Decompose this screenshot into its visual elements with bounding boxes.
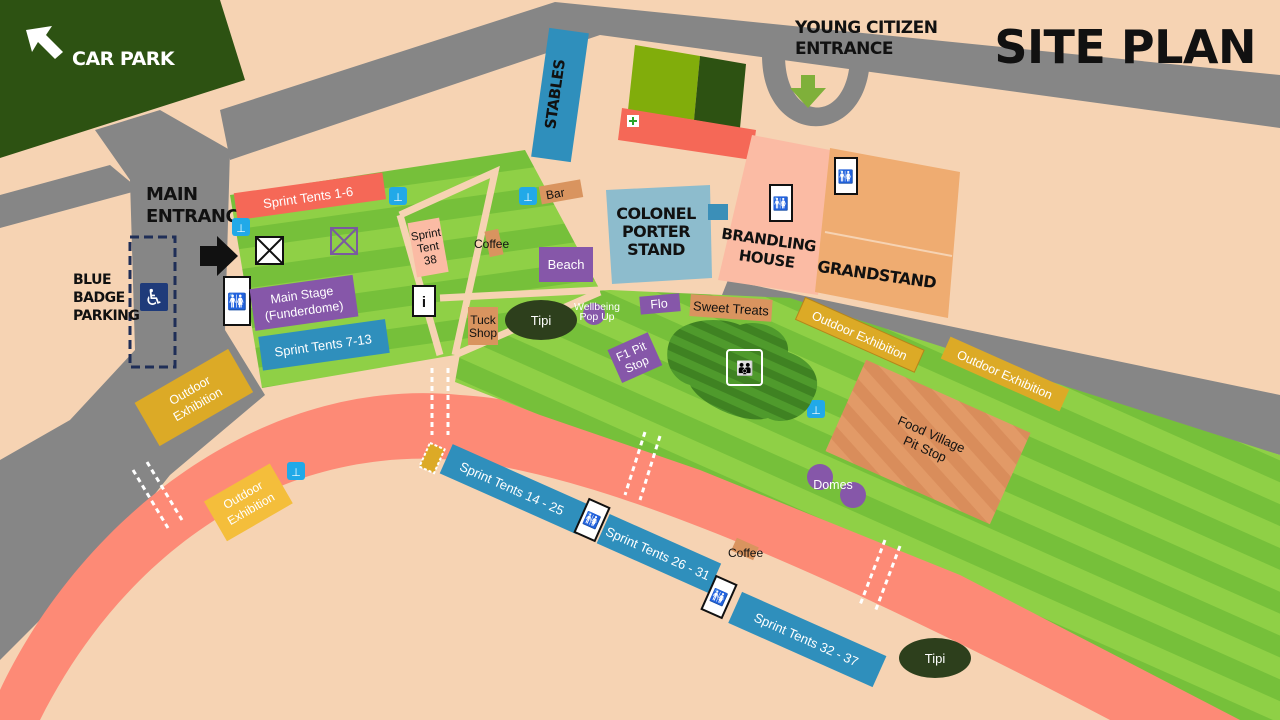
svg-text:🚻: 🚻	[227, 292, 247, 311]
green-block-light	[628, 45, 700, 120]
svg-text:Pop Up: Pop Up	[579, 311, 614, 323]
svg-text:Tipi: Tipi	[531, 313, 552, 328]
svg-text:ENTRANCE: ENTRANCE	[795, 39, 893, 59]
blue-badge-parking-area	[128, 235, 177, 369]
svg-text:STAND: STAND	[627, 240, 685, 259]
svg-text:Flo: Flo	[650, 296, 669, 311]
svg-text:👪: 👪	[736, 360, 753, 377]
svg-text:YOUNG CITIZEN: YOUNG CITIZEN	[794, 18, 937, 38]
svg-text:BLUE: BLUE	[73, 272, 111, 288]
food-village-pit-stop: Food Village Pit Stop	[825, 359, 1031, 525]
svg-text:Shop: Shop	[469, 326, 497, 340]
coffee-kiosk	[731, 537, 759, 561]
info-point-icon: i	[412, 285, 436, 317]
svg-text:MAIN: MAIN	[146, 184, 198, 205]
water-tap-icon: ⊥	[389, 187, 407, 205]
beach: Beach	[539, 247, 593, 282]
coffee-label: Coffee	[728, 546, 763, 560]
domes: Domes	[807, 464, 866, 508]
entrance-arrow-icon	[200, 236, 238, 276]
sprint-tent-38: Sprint Tent 38	[407, 217, 449, 278]
flo: Flo	[639, 293, 681, 315]
bar: Bar	[538, 179, 584, 205]
water-tap-icon: ⊥	[287, 462, 305, 480]
car-park	[0, 0, 245, 158]
svg-text:BADGE: BADGE	[73, 290, 125, 306]
small-marker	[418, 441, 446, 475]
svg-text:⊥: ⊥	[523, 192, 533, 204]
main-stage: Main Stage (Funderdome)	[249, 274, 359, 331]
blue-badge-parking-label: BLUE BADGE PARKING	[73, 272, 140, 324]
tree-area	[667, 319, 818, 421]
water-tap-icon: ⊥	[807, 400, 825, 418]
svg-text:⊥: ⊥	[291, 467, 301, 479]
svg-text:Domes: Domes	[813, 478, 853, 492]
svg-text:⊥: ⊥	[236, 223, 246, 235]
svg-text:COLONEL: COLONEL	[616, 204, 696, 223]
wheelchair-icon	[140, 283, 168, 311]
svg-text:🚻: 🚻	[838, 169, 854, 184]
wellbeing-pop-up: Wellbeing Pop Up	[574, 301, 620, 325]
first-aid-icon	[627, 115, 639, 127]
tipi-south: Tipi	[899, 638, 971, 678]
svg-text:🚻: 🚻	[581, 510, 602, 530]
svg-text:Sprint: Sprint	[410, 227, 442, 244]
coffee-kiosk	[484, 228, 504, 258]
main-entrance-label: MAIN ENTRANCE	[146, 184, 251, 227]
page-title: SITE PLAN	[994, 20, 1256, 74]
svg-text:i: i	[422, 294, 426, 311]
car-park-label: CAR PARK	[72, 48, 176, 70]
tipi-north: Tipi	[505, 300, 577, 340]
young-citizen-entrance-label: YOUNG CITIZEN ENTRANCE	[794, 18, 938, 59]
svg-text:🚻: 🚻	[708, 587, 729, 607]
race-track	[0, 393, 1280, 720]
toilets-icon: 🚻	[700, 574, 738, 620]
family-area-icon: 👪	[726, 349, 763, 386]
svg-text:Wellbeing: Wellbeing	[574, 301, 620, 313]
track-crossings	[131, 368, 902, 613]
svg-text:PORTER: PORTER	[622, 222, 690, 241]
svg-text:⊥: ⊥	[811, 405, 821, 417]
crossed-box-icon	[330, 227, 358, 255]
svg-text:ENTRANCE: ENTRANCE	[146, 206, 250, 227]
tuck-shop: Tuck Shop	[468, 307, 498, 345]
f1-pit-stop: F1 Pit Stop	[607, 332, 663, 383]
car-park-arrow-icon	[26, 26, 63, 59]
svg-text:38: 38	[423, 254, 438, 268]
grass-south-east	[455, 290, 1280, 720]
colonel-porter-stand: COLONEL PORTER STAND	[606, 185, 712, 284]
svg-text:Tipi: Tipi	[925, 651, 946, 666]
sweet-treats: Sweet Treats	[689, 294, 773, 322]
toilets-icon: 🚻	[223, 276, 251, 326]
connector	[708, 204, 728, 220]
svg-text:Bar: Bar	[545, 185, 566, 202]
stables: STABLES	[531, 27, 589, 163]
young-citizen-arrow-icon	[790, 75, 826, 108]
svg-text:🚻: 🚻	[773, 196, 789, 211]
water-tap-icon: ⊥	[519, 187, 537, 205]
svg-text:Tent: Tent	[416, 240, 440, 256]
green-block-dark	[694, 56, 746, 128]
svg-text:PARKING: PARKING	[73, 308, 139, 324]
crossed-box-icon	[255, 236, 284, 265]
svg-text:Sweet Treats: Sweet Treats	[693, 298, 770, 318]
coffee-label: Coffee	[474, 237, 509, 251]
toilets-icon: 🚻	[834, 157, 858, 195]
water-tap-icon: ⊥	[232, 218, 250, 236]
first-aid-building	[618, 108, 756, 160]
svg-text:Tuck: Tuck	[470, 313, 497, 327]
svg-text:⊥: ⊥	[393, 192, 403, 204]
svg-text:♿: ♿	[144, 286, 164, 311]
svg-text:Beach: Beach	[548, 257, 585, 272]
toilets-icon: 🚻	[573, 497, 611, 543]
sprint-tents-7-13: Sprint Tents 7-13	[258, 319, 390, 371]
toilets-icon: 🚻	[769, 184, 793, 222]
